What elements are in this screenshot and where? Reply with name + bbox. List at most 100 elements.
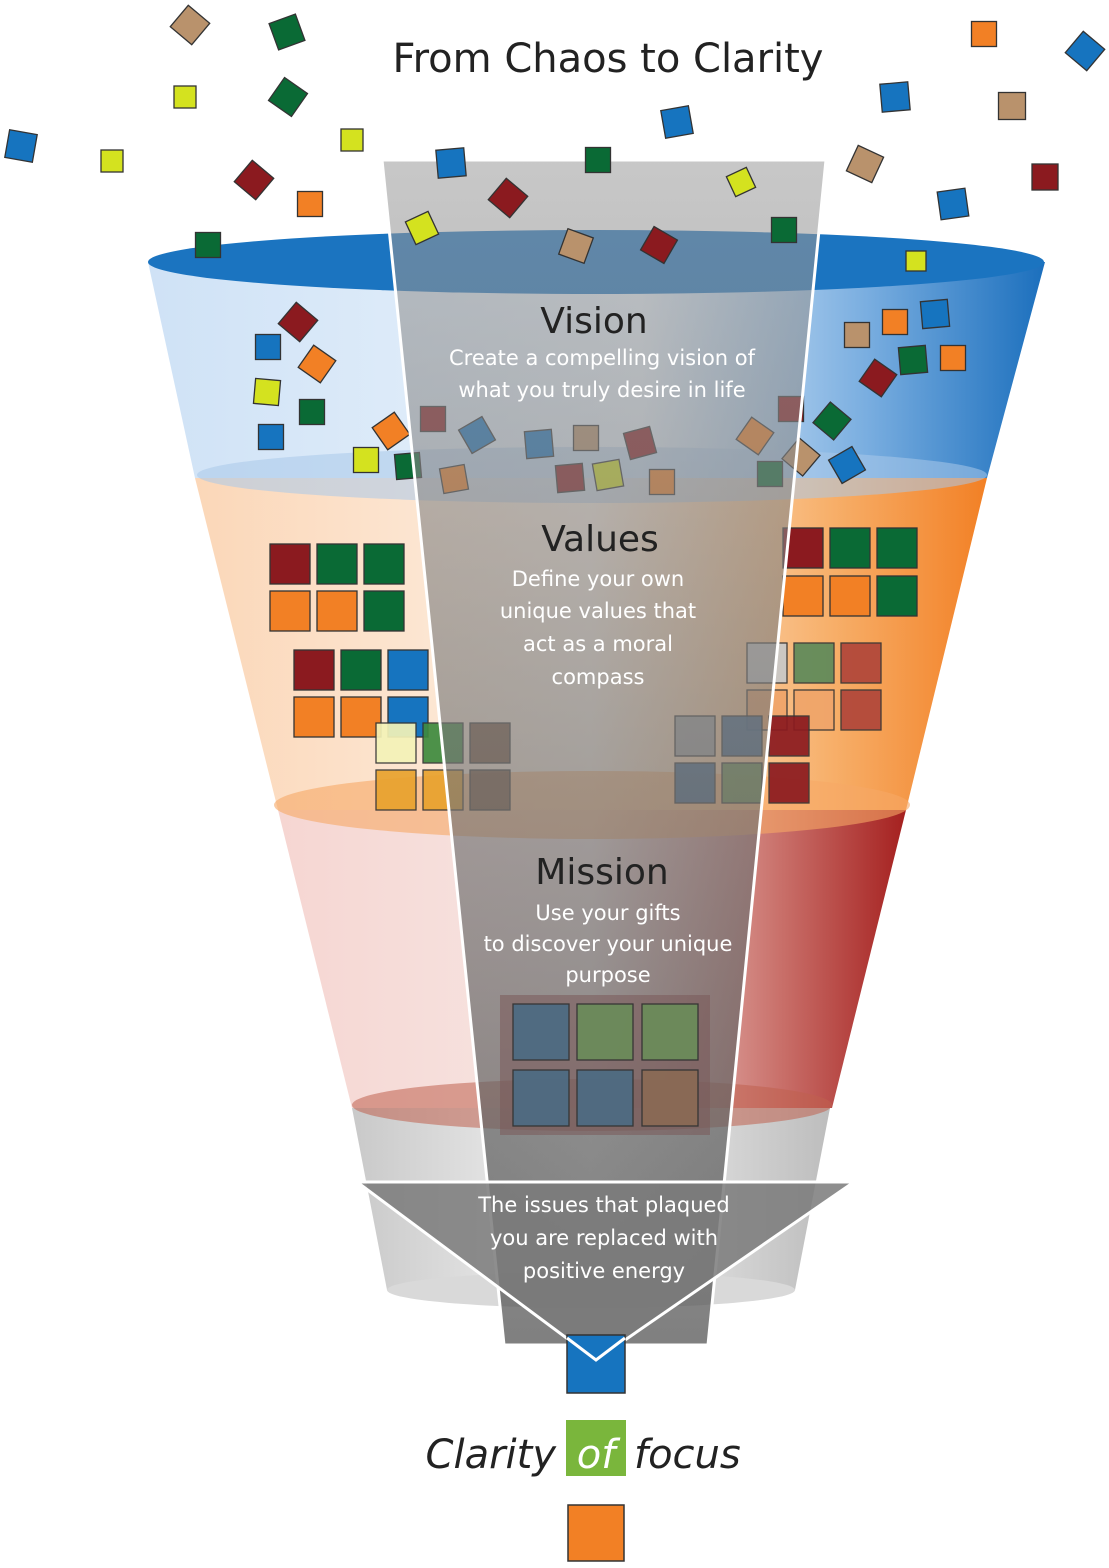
flying-square <box>584 146 612 174</box>
flying-square <box>4 129 38 163</box>
stage-values-desc-line-3: act as a moral <box>523 632 673 656</box>
funnel-square <box>881 308 909 336</box>
values-grid-cell <box>387 649 429 691</box>
stage-mission-desc-line-2: to discover your unique <box>484 932 733 956</box>
mission-cells <box>512 1003 699 1127</box>
flying-square <box>557 227 595 265</box>
stage-values: Values Define your own unique values tha… <box>500 519 696 689</box>
mission-grid-cell <box>641 1069 699 1127</box>
down-arrow-outline <box>352 1180 859 1362</box>
stage-vision-desc-line-1: Create a compelling vision of <box>449 346 756 370</box>
mission-grid-cell <box>512 1069 570 1127</box>
arrow-caption: The issues that plaqued you are replaced… <box>477 1193 730 1283</box>
stage-mission-desc-line-3: purpose <box>565 963 650 987</box>
values-grid-cell <box>768 715 810 757</box>
values-grid-cell <box>768 762 810 804</box>
flying-square <box>169 4 211 46</box>
flying-square <box>296 190 324 218</box>
flying-square <box>267 76 309 118</box>
central-channel <box>380 158 828 1347</box>
values-grid-cell <box>363 543 405 585</box>
values-grid-cell <box>840 689 882 731</box>
flying-square <box>770 216 798 244</box>
values-grid-cell <box>269 590 311 632</box>
arrow-caption-line-3: positive energy <box>523 1259 685 1283</box>
funnel-square <box>827 445 867 485</box>
flying-square <box>487 177 529 219</box>
flying-square <box>970 20 998 48</box>
flying-square <box>340 128 364 152</box>
footer-of-box <box>566 1420 626 1476</box>
flying-square <box>660 105 694 139</box>
funnel-square <box>297 344 337 384</box>
values-grid-cell <box>363 590 405 632</box>
flying-square <box>435 147 467 179</box>
diagram-title: From Chaos to Clarity <box>393 36 824 82</box>
funnel-square <box>897 344 929 376</box>
mission-grid-cell <box>576 1003 634 1061</box>
funnel-square <box>252 377 282 407</box>
values-grid-cell <box>876 527 918 569</box>
flying-square <box>936 187 970 221</box>
stage-vision-desc-line-2: what you truly desire in life <box>458 378 745 402</box>
footer: Clarity of focus <box>426 1420 741 1478</box>
mission-grid-cell <box>512 1003 570 1061</box>
flying-square <box>268 13 306 51</box>
footer-clarity: Clarity <box>426 1432 558 1478</box>
values-grid-cell <box>293 696 335 738</box>
values-grid-cell <box>340 649 382 691</box>
stage-mission-title: Mission <box>535 852 668 893</box>
flying-square <box>173 85 197 109</box>
mission-grid-cell <box>641 1003 699 1061</box>
flying-squares <box>4 4 1106 272</box>
funnel-square <box>858 358 898 398</box>
flying-square <box>1031 163 1059 191</box>
stage-values-desc-line-4: compass <box>552 665 645 689</box>
funnel-square <box>919 298 951 330</box>
flying-square <box>100 149 124 173</box>
values-grid-cell <box>316 590 358 632</box>
flying-square <box>879 81 911 113</box>
funnel-square <box>298 398 326 426</box>
stage-vision: Vision Create a compelling vision of wha… <box>449 301 756 402</box>
funnel-square <box>371 411 411 451</box>
values-grid-cell <box>375 722 417 764</box>
flying-square <box>1064 30 1106 72</box>
arrow-caption-line-1: The issues that plaqued <box>477 1193 730 1217</box>
values-grid-cell <box>876 575 918 617</box>
flying-square <box>905 250 927 272</box>
values-grid-cell <box>293 649 335 691</box>
values-grid-cell <box>829 575 871 617</box>
values-grid-cell <box>269 543 311 585</box>
footer-focus: focus <box>634 1432 741 1478</box>
values-grid-cell <box>340 696 382 738</box>
values-grid-cell <box>829 527 871 569</box>
funnel-square <box>843 321 871 349</box>
flying-square <box>725 166 757 198</box>
funnel-square <box>277 301 319 343</box>
flying-square <box>404 210 440 246</box>
funnel-square <box>254 333 282 361</box>
stage-mission: Mission Use your gifts to discover your … <box>484 852 733 987</box>
values-grid-cell <box>793 642 835 684</box>
stage-values-desc-line-2: unique values that <box>500 599 696 623</box>
down-arrow <box>357 1182 854 1360</box>
funnel-square <box>812 401 852 441</box>
flying-square <box>233 159 275 201</box>
funnel-square <box>352 446 380 474</box>
values-grid-cell <box>782 575 824 617</box>
stage-values-desc-line-1: Define your own <box>512 567 684 591</box>
stage-vision-title: Vision <box>540 301 647 342</box>
values-grid-cell <box>316 543 358 585</box>
stage-mission-desc-line-1: Use your gifts <box>535 901 680 925</box>
mission-grid-cell <box>576 1069 634 1127</box>
arrow-tip <box>566 1336 626 1362</box>
output-orange-square <box>567 1504 625 1562</box>
arrow-caption-line-2: you are replaced with <box>490 1226 718 1250</box>
flying-square <box>194 231 222 259</box>
footer-of: of <box>577 1432 621 1478</box>
stage-values-title: Values <box>541 519 659 560</box>
flying-square <box>639 225 679 265</box>
funnel-square <box>939 344 967 372</box>
flying-square <box>997 91 1027 121</box>
